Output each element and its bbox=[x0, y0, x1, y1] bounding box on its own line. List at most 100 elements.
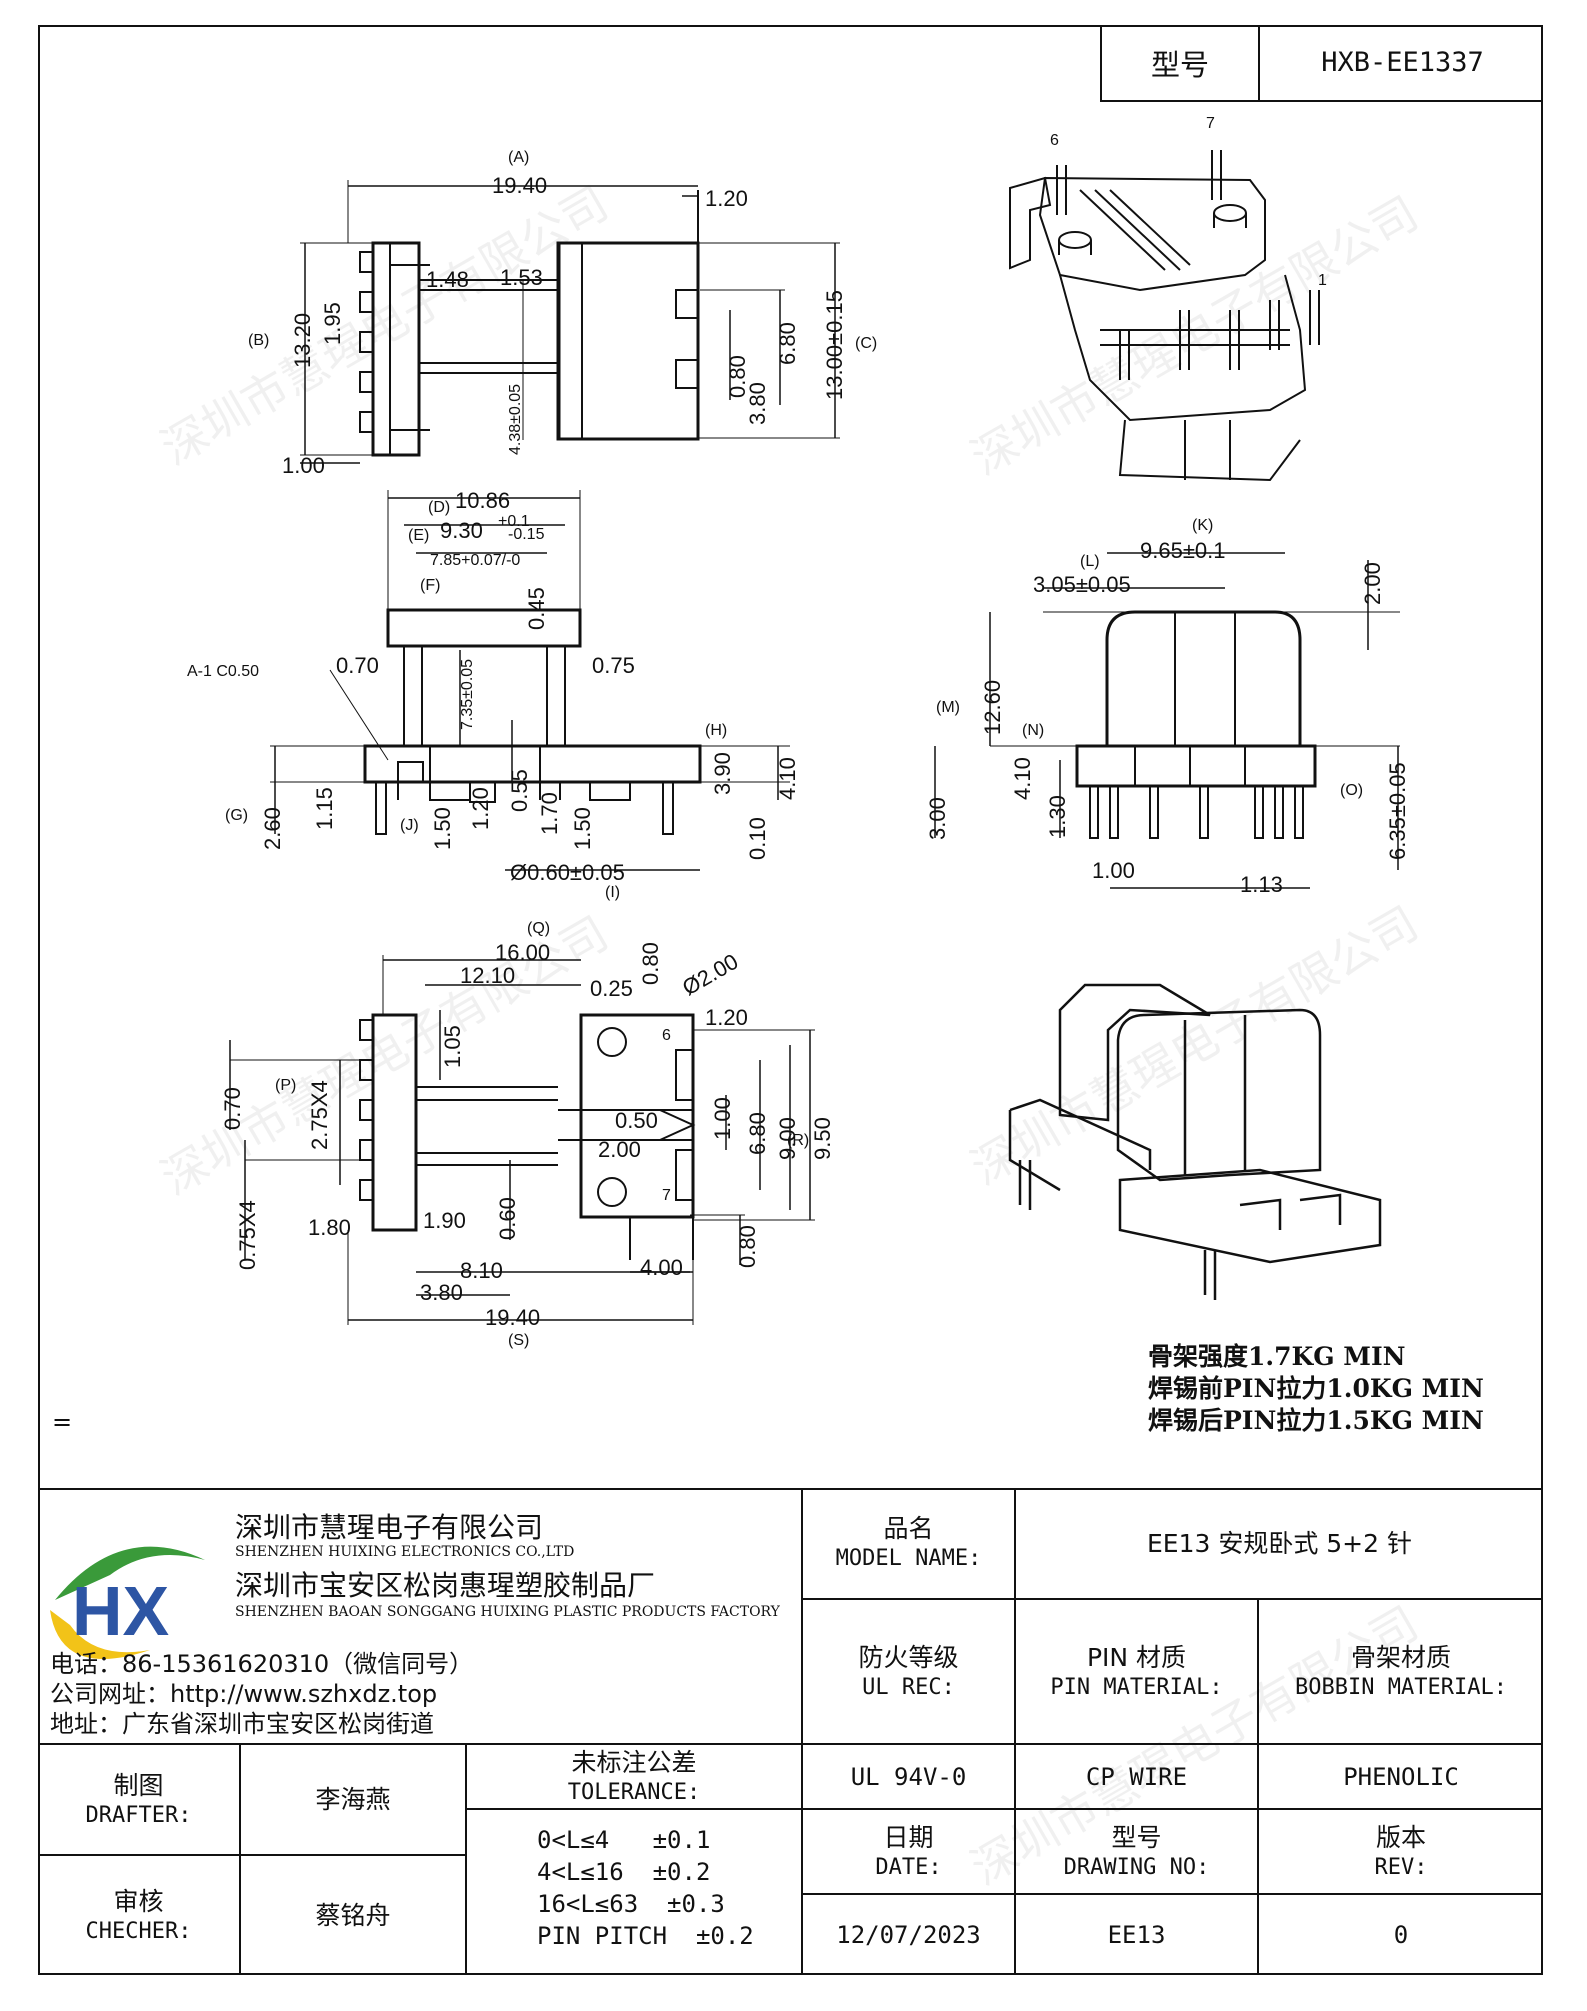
dim-label: 19.40 bbox=[492, 173, 547, 198]
drawing-no-label-en: DRAWING NO: bbox=[1063, 1854, 1210, 1880]
dim-label: 1.20 bbox=[705, 1005, 748, 1030]
dim-label: (I) bbox=[605, 884, 620, 901]
dim-label: (K) bbox=[1192, 517, 1213, 534]
drawing-no-value: EE13 bbox=[1016, 1895, 1259, 1975]
top-view bbox=[300, 180, 840, 464]
dim-label: Ø2.00 bbox=[678, 949, 742, 1001]
dim-label: 0.75 bbox=[592, 653, 635, 678]
bobbin-material-label-cn: 骨架材质 bbox=[1350, 1642, 1451, 1672]
tolerance-label-cn: 未标注公差 bbox=[571, 1747, 697, 1777]
tolerance-line: 4<L≤16 ±0.2 bbox=[537, 1858, 711, 1886]
dim-label: (G) bbox=[225, 807, 248, 824]
pin-material-label-cn: PIN 材质 bbox=[1086, 1642, 1187, 1672]
front-view bbox=[270, 490, 790, 871]
date-label-cn: 日期 bbox=[883, 1822, 934, 1852]
date-value-text: 12/07/2023 bbox=[836, 1921, 981, 1949]
pin-material-label: PIN 材质 PIN MATERIAL: bbox=[1016, 1600, 1259, 1745]
dim-label: 1.00 bbox=[1092, 858, 1135, 883]
dim-label: 7.85+0.07/-0 bbox=[430, 552, 520, 569]
ul-rec-label: 防火等级 UL REC: bbox=[803, 1600, 1016, 1745]
dim-label: 13.00±0.15 bbox=[822, 290, 847, 400]
dim-label: 4.38±0.05 bbox=[507, 384, 524, 455]
company-website: 公司网址：http://www.szhxdz.top bbox=[50, 1680, 438, 1708]
top-view-labels: (A) 19.40 1.20 (B) 13.20 1.95 1.48 1.53 … bbox=[248, 149, 877, 478]
dim-label: (F) bbox=[420, 577, 440, 594]
dim-label: 0.80 bbox=[735, 1225, 760, 1268]
ul-rec-value: UL 94V-0 bbox=[803, 1745, 1016, 1810]
dim-label: 4.00 bbox=[640, 1255, 683, 1280]
dim-label: 0.80 bbox=[638, 942, 663, 985]
dim-label: 2.75X4 bbox=[307, 1080, 332, 1150]
ul-rec-label-cn: 防火等级 bbox=[858, 1642, 959, 1672]
rev-value-text: 0 bbox=[1393, 1921, 1409, 1949]
iso-view-top-labels: 6 7 1 bbox=[1050, 115, 1327, 289]
iso-view-bottom bbox=[1008, 983, 1382, 1300]
tolerance-label-en: TOLERANCE: bbox=[567, 1779, 701, 1805]
ul-rec-label-en: UL REC: bbox=[862, 1674, 955, 1700]
title-block-top-rule bbox=[38, 1488, 1543, 1490]
side-view bbox=[934, 552, 1400, 889]
dim-label: 0.60 bbox=[495, 1197, 520, 1240]
checker-label-en: CHECHER: bbox=[85, 1918, 192, 1944]
checker-label: 审核 CHECHER: bbox=[38, 1856, 241, 1975]
dim-label: (C) bbox=[855, 335, 877, 352]
dim-label: 9.50 bbox=[810, 1117, 835, 1160]
dim-label: 1.95 bbox=[320, 302, 345, 345]
dim-label: 2.00 bbox=[1360, 562, 1385, 605]
dim-label: 0.45 bbox=[524, 587, 549, 630]
dim-label: 4.10 bbox=[1010, 757, 1035, 800]
dim-label: 12.60 bbox=[980, 680, 1005, 735]
ul-rec-value-text: UL 94V-0 bbox=[850, 1762, 967, 1791]
pin-material-label-en: PIN MATERIAL: bbox=[1050, 1674, 1223, 1700]
dim-label: 1.90 bbox=[423, 1208, 466, 1233]
front-view-labels: (D) 10.86 (E) 9.30 +0.1 -0.15 7.85+0.07/… bbox=[187, 488, 800, 901]
dim-label: 1.70 bbox=[537, 792, 562, 835]
company-name: 深圳市慧瑆电子有限公司 bbox=[235, 1511, 544, 1544]
dim-label: 6.80 bbox=[745, 1112, 770, 1155]
company-name-en: SHENZHEN HUIXING ELECTRONICS CO.,LTD bbox=[235, 1544, 575, 1560]
dim-label: (R) bbox=[787, 1132, 809, 1149]
dim-label: 8.10 bbox=[460, 1258, 503, 1283]
dim-label: 3.90 bbox=[710, 752, 735, 795]
dim-label: 0.55 bbox=[507, 769, 532, 812]
company-phone: 电话：86-15361620310（微信同号） bbox=[50, 1650, 474, 1678]
dim-label: 3.80 bbox=[745, 382, 770, 425]
stray-mark: = bbox=[52, 1408, 73, 1436]
dim-label: (B) bbox=[248, 332, 269, 349]
dim-label: (N) bbox=[1022, 722, 1044, 739]
rev-label-cn: 版本 bbox=[1375, 1822, 1426, 1852]
drafter-label-cn: 制图 bbox=[113, 1770, 164, 1800]
note-pin-pull-before: 焊锡前PIN拉力1.0KG MIN bbox=[1148, 1374, 1484, 1403]
dim-label: 1.15 bbox=[312, 787, 337, 830]
note-bobbin-strength: 骨架强度1.7KG MIN bbox=[1148, 1342, 1406, 1371]
dim-label: 0.25 bbox=[590, 976, 633, 1001]
dim-label: 1.50 bbox=[570, 807, 595, 850]
dim-label: 6 bbox=[662, 1027, 671, 1044]
date-label-en: DATE: bbox=[875, 1854, 942, 1880]
model-name-value: EE13 安规卧式 5+2 针 bbox=[1016, 1488, 1543, 1600]
factory-name: 深圳市宝安区松岗惠瑆塑胶制品厂 bbox=[235, 1569, 656, 1602]
dim-label: (S) bbox=[508, 1332, 529, 1349]
dim-label: 3.05±0.05 bbox=[1033, 572, 1131, 597]
dim-label: 9.30 bbox=[440, 518, 483, 543]
pin-material-value-text: CP WIRE bbox=[1085, 1762, 1188, 1791]
company-info: 深圳市慧瑆电子有限公司 SHENZHEN HUIXING ELECTRONICS… bbox=[38, 1488, 803, 1745]
tolerance-values: 0<L≤4 ±0.1 4<L≤16 ±0.2 16<L≤63 ±0.3 PIN … bbox=[467, 1810, 803, 1975]
dim-label: 0.80 bbox=[725, 355, 750, 398]
factory-name-en: SHENZHEN BAOAN SONGGANG HUIXING PLASTIC … bbox=[235, 1604, 780, 1620]
checker-label-cn: 审核 bbox=[113, 1886, 164, 1916]
model-number-label: 型号 bbox=[1102, 25, 1260, 100]
dim-label: 1.00 bbox=[282, 453, 325, 478]
company-logo: HX bbox=[50, 1546, 205, 1659]
iso-view-top bbox=[1009, 150, 1320, 482]
drafter-name: 李海燕 bbox=[315, 1785, 391, 1814]
dim-label: 1.13 bbox=[1240, 872, 1283, 897]
dim-label: 1.20 bbox=[468, 787, 493, 830]
note-pin-pull-after: 焊锡后PIN拉力1.5KG MIN bbox=[1148, 1406, 1484, 1435]
pin-material-value: CP WIRE bbox=[1016, 1745, 1259, 1810]
model-name-value-text: EE13 安规卧式 5+2 针 bbox=[1146, 1528, 1412, 1558]
date-label: 日期 DATE: bbox=[803, 1810, 1016, 1895]
model-number-value: HXB-EE1337 bbox=[1321, 47, 1484, 78]
bobbin-material-value-text: PHENOLIC bbox=[1343, 1762, 1459, 1791]
